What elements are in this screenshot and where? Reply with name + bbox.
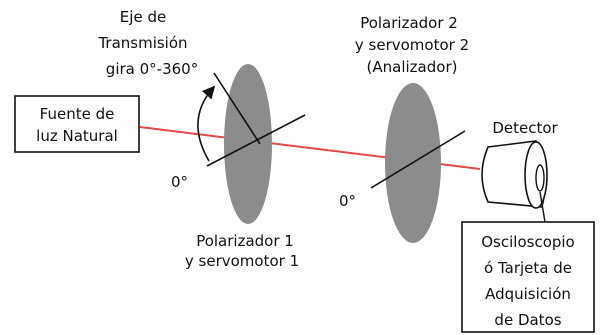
source-label-line1: Fuente de (40, 105, 115, 123)
source-box (14, 95, 140, 153)
osc-label-line3: Adquisición (485, 285, 571, 303)
rotation-arc-arrow (197, 85, 216, 162)
detector-cable (539, 191, 546, 223)
detector-label: Detector (492, 119, 558, 137)
zero-marker-2: 0° (339, 192, 356, 210)
polarizer-2-label-line3: (Analizador) (367, 58, 458, 76)
axis-label-line2: Transmisión (97, 34, 187, 52)
axis-label-line3: gira 0°-360° (106, 60, 198, 78)
polarizer-2-axis-line (370, 130, 466, 189)
polarizer-1-rotation-line (206, 114, 306, 167)
polarizer-1-label-line2: y servomotor 1 (185, 252, 299, 270)
polarizer-1-label-line1: Polarizador 1 (196, 232, 294, 250)
osc-label-line4: de Datos (494, 311, 561, 329)
polarizer-1-axis-line (213, 72, 261, 145)
polarizer-2-label-line2: y servomotor 2 (355, 36, 469, 54)
polarizer-2-label-line1: Polarizador 2 (360, 14, 458, 32)
zero-marker-1: 0° (171, 173, 188, 191)
osc-label-line2: ó Tarjeta de (484, 259, 572, 277)
osc-label-line1: Osciloscopio (481, 233, 575, 251)
oscilloscope-box (461, 221, 595, 333)
detector-lens (535, 164, 545, 192)
axis-label-line1: Eje de (120, 8, 166, 26)
source-label-line2: luz Natural (36, 127, 118, 145)
